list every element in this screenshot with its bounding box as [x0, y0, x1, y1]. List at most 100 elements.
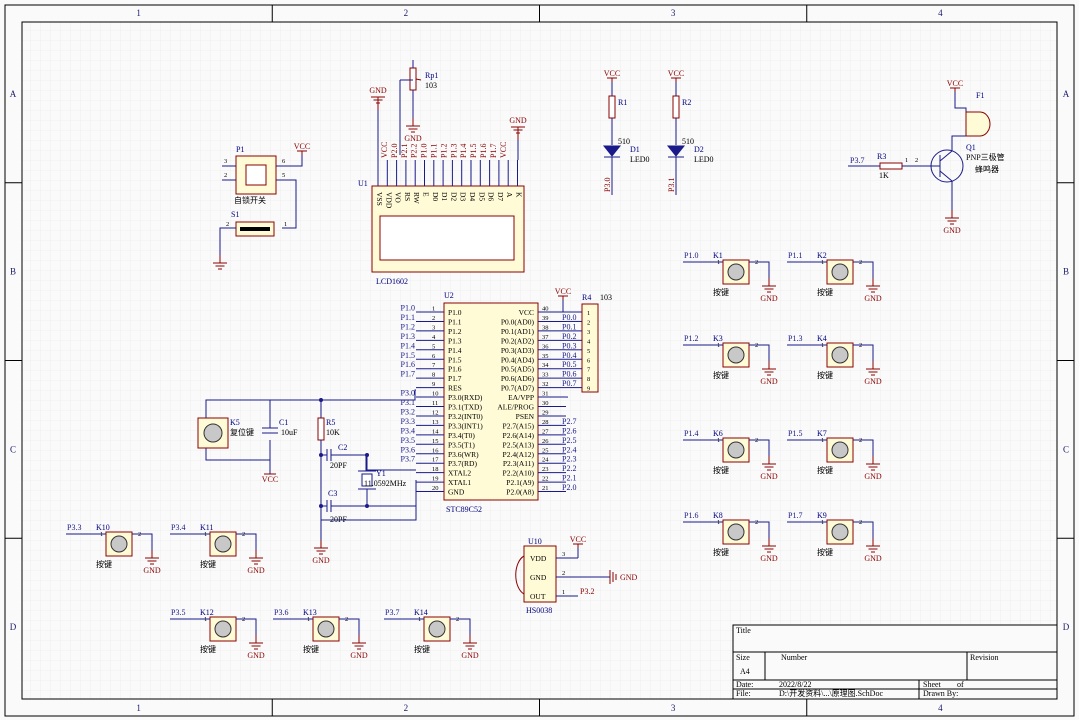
led-net-label: P3.0	[603, 178, 612, 192]
zone-row-label: C	[10, 444, 16, 454]
mcu-pin-number: 2	[432, 315, 435, 322]
pin-number: 2	[224, 172, 227, 179]
resistor-body	[317, 417, 325, 441]
mcu-pin-number: 14	[432, 428, 439, 435]
lcd-pin-name: D5	[477, 192, 486, 201]
mcu-pin-number: 19	[432, 476, 439, 483]
key-button	[831, 263, 849, 281]
lcd-screen	[379, 215, 515, 261]
reset-key-ref: K5	[230, 418, 240, 427]
mcu-pin-number: 1	[432, 306, 435, 313]
mcu-pin-number: 29	[542, 409, 549, 416]
key-ref: K14	[414, 608, 428, 617]
mcu-pin-number: 8	[432, 372, 435, 379]
key-k10: P3.3K1012GND按键	[66, 523, 161, 575]
cap-ref: C1	[279, 418, 288, 427]
zone-row-label: D	[10, 622, 17, 632]
mcu-pin-number: 25	[542, 447, 549, 454]
mcu-pin-name: P2.3(A11)	[503, 459, 535, 468]
key-k4: P1.3K412GND按键	[787, 334, 882, 386]
mcu-pin-name: RES	[448, 384, 462, 393]
key-section: P1.0K112GND按键P1.1K212GND按键P1.2K312GND按键P…	[66, 251, 882, 660]
zone-col-label: 3	[671, 703, 676, 713]
key-net-label: P3.3	[67, 523, 81, 532]
mcu-pin-name: XTAL2	[448, 469, 471, 478]
mcu-pin-name: P0.2(AD2)	[501, 336, 535, 345]
mcu-net-label: P1.1	[401, 313, 415, 322]
pin-number: 5	[282, 172, 285, 179]
mcu-pin-name: GND	[448, 488, 465, 497]
size-value: A4	[740, 667, 750, 676]
wire	[205, 399, 271, 428]
transistor-ref: Q1	[966, 143, 976, 152]
lcd-pin-name: VDD	[384, 192, 393, 209]
lcd-net-label: P1.2	[439, 144, 448, 158]
vcc-label: VCC	[604, 69, 620, 78]
zone-row-label: D	[1063, 622, 1070, 632]
key-label: 按键	[303, 644, 319, 654]
mcu-pin-name: EA/VPP	[508, 393, 534, 402]
key-net-label: P1.2	[684, 334, 698, 343]
mcu-pin-name: P2.6(A14)	[503, 431, 535, 440]
key-button	[727, 523, 745, 541]
mcu-pin-name: P3.0(RXD)	[448, 393, 483, 402]
wire	[853, 439, 874, 456]
of-label: of	[957, 680, 964, 689]
ir-pin-name: VDD	[530, 554, 547, 563]
r4-pin-number: 6	[587, 357, 591, 364]
ground-label: GND	[864, 377, 882, 386]
ground-label: GND	[760, 377, 778, 386]
zone-row-label: A	[10, 89, 17, 99]
ground-symbol: GND	[760, 456, 778, 481]
key-ref: K9	[817, 511, 827, 520]
lcd-pin-name: A	[505, 192, 514, 198]
ground-label: GND	[461, 651, 479, 660]
ground-symbol: GND	[350, 635, 368, 660]
mcu-pin-number: 13	[432, 419, 439, 426]
key-k12: P3.5K1212GND按键	[170, 608, 265, 660]
mcu-net-label: P1.5	[401, 351, 415, 360]
ground-symbol: GND	[312, 540, 330, 565]
ir-pin-name: GND	[530, 573, 547, 582]
mcu-net-label: P2.1	[562, 474, 576, 483]
key-net-label: P3.5	[171, 608, 185, 617]
resistor-value: 1K	[879, 171, 889, 180]
resistor-body	[879, 162, 903, 170]
key-button	[214, 620, 232, 638]
mcu-pin-name: PSEN	[516, 412, 535, 421]
mcu-pin-name: P3.5(T1)	[448, 440, 475, 449]
lcd-name: LCD1602	[376, 277, 408, 286]
key-label: 按键	[817, 287, 833, 297]
wire	[236, 618, 257, 635]
key-ref: K12	[200, 608, 214, 617]
mcu-pin-name: P0.3(AD3)	[501, 346, 535, 355]
junction-dot	[365, 504, 369, 508]
vcc-symbol: VCC	[555, 287, 571, 300]
reset-key-value: 复位键	[230, 427, 254, 437]
mcu-net-label: P2.4	[562, 445, 576, 454]
cap-value: 20PF	[330, 461, 347, 470]
buzzer-net-label: P3.7	[850, 156, 864, 165]
mcu-net-label: P2.3	[562, 455, 576, 464]
lcd-net-label: P1.0	[420, 144, 429, 158]
key-k14: P3.7K1412GND按键	[384, 608, 479, 660]
potentiometer-body	[409, 67, 417, 91]
ground-symbol: GND	[143, 550, 161, 575]
ground-label: GND	[864, 294, 882, 303]
p1-label: 自锁开关	[234, 195, 266, 205]
mcu-pin-number: 39	[542, 315, 549, 322]
ir-net-label: P3.2	[580, 587, 594, 596]
ground-symbol: GND	[247, 635, 265, 660]
r4-pin-number: 4	[587, 338, 591, 345]
ir-ref: U10	[528, 537, 542, 546]
mcu-net-label: P0.1	[562, 322, 576, 331]
mcu-pin-number: 26	[542, 438, 549, 445]
mcu-pin-number: 12	[432, 409, 439, 416]
zone-row-label: B	[10, 267, 16, 277]
wire	[290, 155, 303, 167]
key-button	[727, 346, 745, 364]
